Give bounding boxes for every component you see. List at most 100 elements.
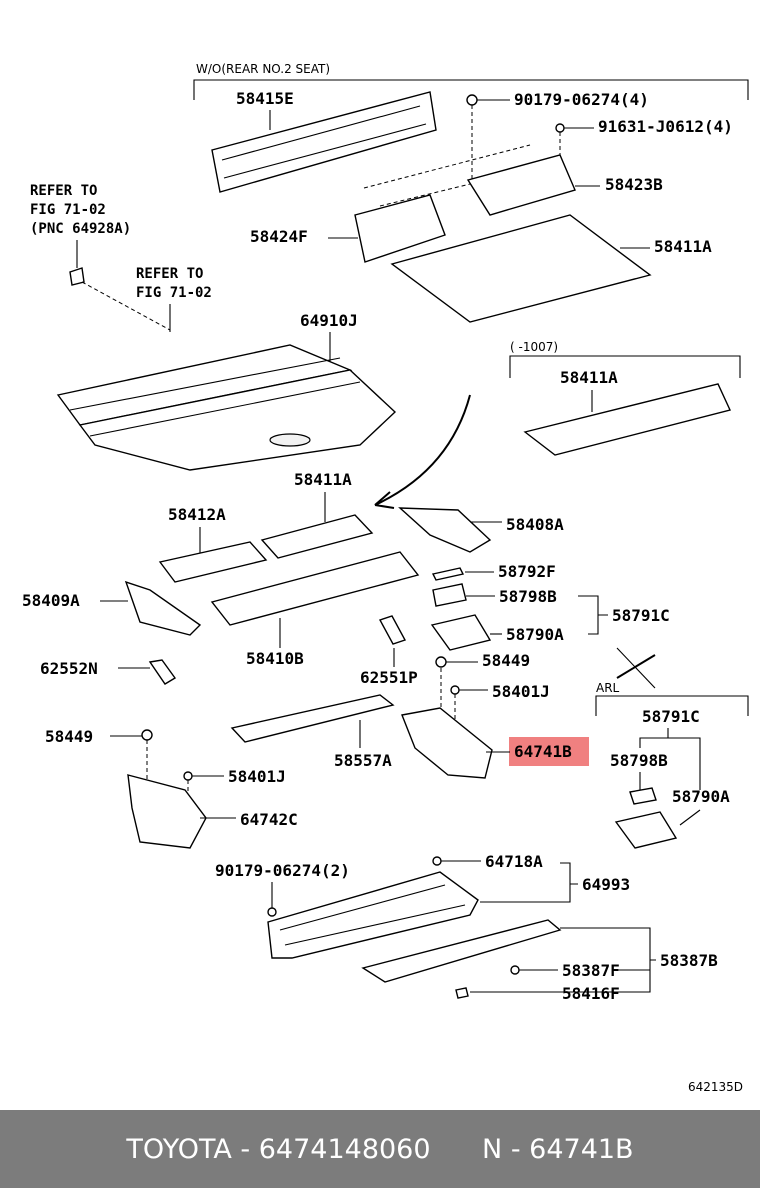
parts-diagram: W/O(REAR NO.2 SEAT) 58415E 90179-06274(4… xyxy=(22,62,749,1094)
refer-note-2-line2[interactable]: FIG 71-02 xyxy=(136,285,212,301)
label-64718A[interactable]: 64718A xyxy=(485,852,543,871)
label-64910J[interactable]: 64910J xyxy=(300,311,358,330)
label-58557A[interactable]: 58557A xyxy=(334,751,392,770)
label-58798B-2[interactable]: 58798B xyxy=(610,751,668,770)
part-64741B-shape xyxy=(401,707,493,779)
part-64993-detail xyxy=(279,884,466,946)
label-91631-J0612-4[interactable]: 91631-J0612(4) xyxy=(598,117,733,136)
part-58423B-shape xyxy=(466,154,576,216)
wo-rear-seat-note: W/O(REAR NO.2 SEAT) xyxy=(196,62,330,76)
dash-refer-1 xyxy=(81,281,171,331)
label-58387B[interactable]: 58387B xyxy=(660,951,718,970)
label-64742C[interactable]: 64742C xyxy=(240,810,298,829)
refer-note-1-line2[interactable]: FIG 71-02 xyxy=(30,202,106,218)
part-62551P-shape xyxy=(378,615,407,645)
wo-rear-seat-bracket xyxy=(193,79,749,100)
part-64742C-shape xyxy=(127,774,207,849)
footer-brand: TOYOTA xyxy=(126,1133,232,1165)
screw-icon-left xyxy=(183,771,193,781)
label-58411A-mid[interactable]: 58411A xyxy=(294,470,352,489)
label-58792F[interactable]: 58792F xyxy=(498,562,556,581)
dash-guides-left xyxy=(146,740,189,805)
label-58411A-box[interactable]: 58411A xyxy=(560,368,618,387)
part-58387B-shape xyxy=(361,919,562,983)
label-58401J-2[interactable]: 58401J xyxy=(228,767,286,786)
arl-note: ARL xyxy=(596,681,620,695)
part-58557A-shape xyxy=(230,694,395,743)
clip-icon xyxy=(466,94,478,106)
leader-58790A-2 xyxy=(679,809,701,826)
footer-separator: - xyxy=(231,1133,259,1165)
part-58408A-shape xyxy=(398,507,492,553)
hook-icon xyxy=(69,267,85,286)
label-90179-06274-2[interactable]: 90179-06274(2) xyxy=(215,861,350,880)
label-64993[interactable]: 64993 xyxy=(582,875,630,894)
label-58401J-1[interactable]: 58401J xyxy=(492,682,550,701)
part-58411A-mid-shape xyxy=(260,514,374,559)
part-58410B-shape xyxy=(210,551,420,626)
screw-icon xyxy=(450,685,460,695)
label-58411A-top[interactable]: 58411A xyxy=(654,237,712,256)
part-58409A-shape xyxy=(124,580,202,636)
label-58798B-1[interactable]: 58798B xyxy=(499,587,557,606)
footer-gap xyxy=(431,1134,483,1165)
label-58790A-1[interactable]: 58790A xyxy=(506,625,564,644)
label-58791C-1[interactable]: 58791C xyxy=(612,606,670,625)
bolt-icon xyxy=(555,123,565,133)
part-58790A-shape xyxy=(430,614,492,651)
part-64993-shape xyxy=(267,871,479,959)
arl-arrow xyxy=(616,654,656,679)
label-58415E[interactable]: 58415E xyxy=(236,89,294,108)
nut-icon-left xyxy=(141,729,153,741)
label-90179-06274-4[interactable]: 90179-06274(4) xyxy=(514,90,649,109)
label-58424F[interactable]: 58424F xyxy=(250,227,308,246)
label-64741B[interactable]: 64741B xyxy=(514,742,572,761)
arl-bracket xyxy=(595,695,749,716)
part-58411A-box-shape xyxy=(523,383,731,456)
label-58409A[interactable]: 58409A xyxy=(22,591,80,610)
clip-icon-58387F xyxy=(510,965,520,975)
footer-bar: TOYOTA - 6474148060 N - 64741B xyxy=(0,1110,760,1188)
part-58412A-shape xyxy=(158,541,268,583)
label-58449-1[interactable]: 58449 xyxy=(482,651,530,670)
part-58798B-shape xyxy=(432,583,467,607)
flow-arrow-head xyxy=(374,491,395,509)
bracket-58791C-1 xyxy=(578,595,608,635)
refer-note-1-line1: REFER TO xyxy=(30,183,97,199)
flow-arrow xyxy=(374,394,471,506)
figure-code: 642135D xyxy=(688,1080,743,1094)
part-58798B-arl-shape xyxy=(629,787,657,805)
bracket-58387B xyxy=(470,927,656,993)
date-range-note: ( -1007) xyxy=(510,340,558,354)
part-58792F-shape xyxy=(431,567,465,581)
label-58423B[interactable]: 58423B xyxy=(605,175,663,194)
label-58791C-2[interactable]: 58791C xyxy=(642,707,700,726)
bracket-64993 xyxy=(480,862,578,903)
label-58410B[interactable]: 58410B xyxy=(246,649,304,668)
highlight-64741B xyxy=(509,737,589,766)
part-58790A-arl-shape xyxy=(614,811,678,849)
arl-arrow-outline xyxy=(616,647,656,689)
part-62552N-shape xyxy=(148,659,177,685)
label-58408A[interactable]: 58408A xyxy=(506,515,564,534)
footer-pnc: 64741B xyxy=(529,1133,634,1165)
part-58411A-top-shape xyxy=(390,214,652,323)
clip-icon-58416F xyxy=(455,987,469,999)
date-range-bracket xyxy=(509,355,741,378)
clip-icon-lower xyxy=(267,907,277,917)
label-58449-2[interactable]: 58449 xyxy=(45,727,93,746)
bracket-58791C-2 xyxy=(639,728,701,790)
footer-pnc-prefix: N - xyxy=(482,1133,530,1165)
nut-icon xyxy=(435,656,447,668)
footer-part-number: 6474148060 xyxy=(258,1133,431,1165)
clip-icon-64718A xyxy=(432,856,442,866)
label-58387F[interactable]: 58387F xyxy=(562,961,620,980)
part-64910J-shape xyxy=(56,344,397,471)
part-58415E-shape xyxy=(211,91,437,193)
label-58790A-2[interactable]: 58790A xyxy=(672,787,730,806)
refer-note-2-line1: REFER TO xyxy=(136,266,203,282)
label-58416F[interactable]: 58416F xyxy=(562,984,620,1003)
label-58412A[interactable]: 58412A xyxy=(168,505,226,524)
label-62551P[interactable]: 62551P xyxy=(360,668,418,687)
label-62552N[interactable]: 62552N xyxy=(40,659,98,678)
